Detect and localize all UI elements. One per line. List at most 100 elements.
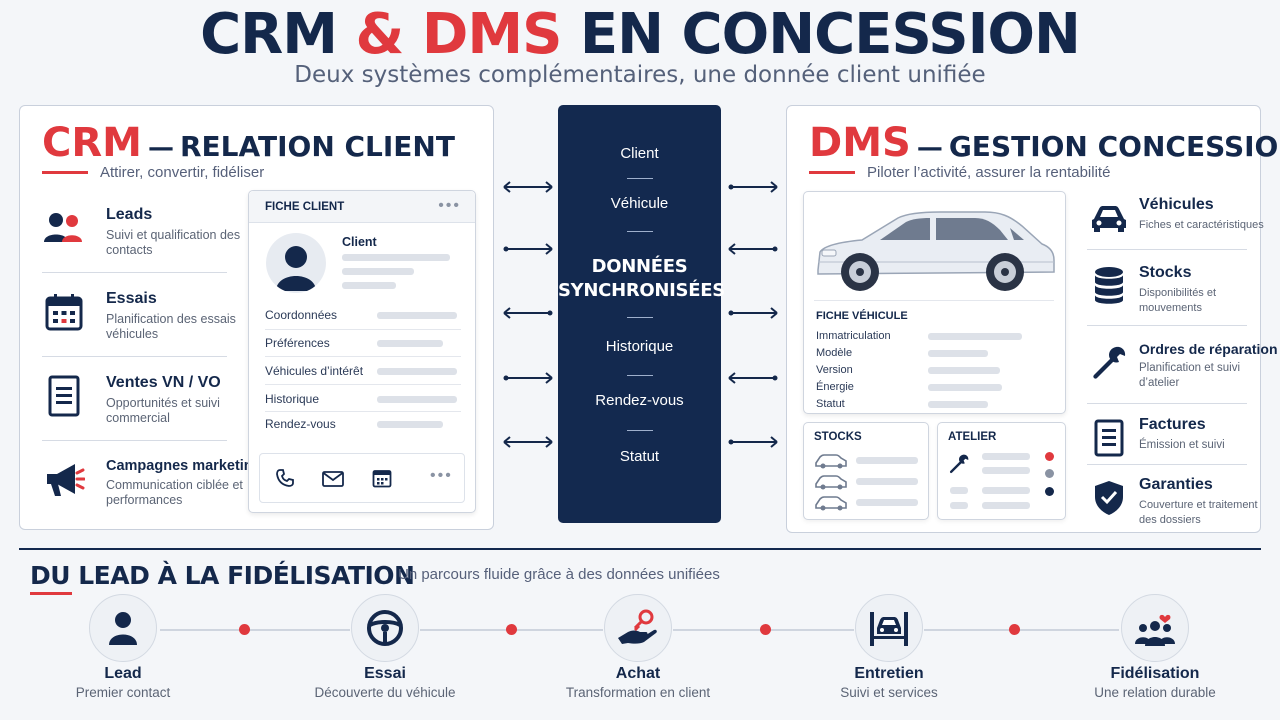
phone-icon[interactable] xyxy=(276,469,294,492)
sync-center-line1: DONNÉES xyxy=(591,256,688,277)
divider xyxy=(1087,464,1247,465)
divider xyxy=(627,317,653,318)
title-crm: CRM xyxy=(200,2,338,67)
community-heart-icon xyxy=(1121,594,1189,662)
divider xyxy=(265,329,461,330)
vehicle-row-label: Énergie xyxy=(816,381,854,393)
arrow-right-icon xyxy=(728,436,778,448)
section-divider xyxy=(19,548,1261,550)
feature-title: Factures xyxy=(1139,416,1206,433)
step-desc: Une relation durable xyxy=(1094,685,1216,700)
placeholder-bar xyxy=(377,421,443,428)
feature-desc: Couverture et traitement des dossiers xyxy=(1139,499,1258,526)
fiche-row-label: Historique xyxy=(265,392,320,406)
placeholder-bar xyxy=(856,457,918,464)
feature-title: Leads xyxy=(106,206,153,223)
divider xyxy=(1087,325,1247,326)
dms-title: GESTION CONCESSION xyxy=(948,130,1280,163)
wrench-icon xyxy=(1087,341,1131,385)
arrow-right-icon xyxy=(503,243,553,255)
crm-dash: — xyxy=(147,133,174,163)
divider xyxy=(1087,249,1247,250)
user-icon xyxy=(89,594,157,662)
sync-data-box: Client Véhicule DONNÉES SYNCHRONISÉES Hi… xyxy=(558,105,725,523)
dms-panel-title: DMS—GESTION CONCESSION xyxy=(809,120,1280,166)
feature-title: Garanties xyxy=(1139,476,1213,493)
divider xyxy=(1087,403,1247,404)
status-dot xyxy=(1045,452,1054,461)
vehicle-row-label: Modèle xyxy=(816,347,853,359)
suv-car-illustration xyxy=(810,200,1060,305)
bidirectional-arrow-icon xyxy=(503,436,553,448)
title-rest: EN CONCESSION xyxy=(561,2,1081,67)
feature-desc: Opportunités et suivi commercial xyxy=(106,396,220,425)
crm-acronym: CRM xyxy=(42,120,142,166)
feature-desc: Communication ciblée et performances xyxy=(106,478,243,507)
feature-title: Ventes VN / VO xyxy=(106,374,221,391)
status-dot xyxy=(1045,469,1054,478)
more-options-icon[interactable]: ••• xyxy=(430,467,453,484)
placeholder-bar xyxy=(982,502,1030,509)
placeholder-bar xyxy=(982,453,1030,460)
placeholder-bar xyxy=(950,487,968,494)
feature-desc: Fiches et caractéristiques xyxy=(1139,219,1264,231)
placeholder-bar xyxy=(928,350,988,357)
wrench-icon xyxy=(949,454,969,474)
step-title: Entretien xyxy=(854,665,924,682)
feature-desc: Planification et suivi d’atelier xyxy=(1139,362,1240,389)
feature-title: Véhicules xyxy=(1139,196,1214,213)
car-icon xyxy=(815,475,847,490)
mail-icon[interactable] xyxy=(322,471,344,492)
fiche-row-label: Préférences xyxy=(265,336,330,350)
users-icon xyxy=(42,206,86,250)
card-header: FICHE CLIENT ••• xyxy=(249,191,475,223)
placeholder-bar xyxy=(377,312,457,319)
divider xyxy=(42,356,227,357)
timeline-dot xyxy=(239,624,250,635)
divider xyxy=(265,384,461,385)
placeholder-bar xyxy=(982,467,1030,474)
card-header-label: ATELIER xyxy=(948,431,997,443)
sync-center-label: DONNÉES SYNCHRONISÉES xyxy=(558,255,725,303)
timeline-dot xyxy=(506,624,517,635)
calendar-icon xyxy=(42,290,86,334)
key-hand-icon xyxy=(604,594,672,662)
arrow-right-icon xyxy=(503,372,553,384)
placeholder-bar xyxy=(342,254,450,261)
feature-title: Ordres de réparation xyxy=(1139,341,1278,357)
card-header-label: FICHE CLIENT xyxy=(265,201,345,213)
fiche-vehicule-card: FICHE VÉHICULE Immatriculation Modèle Ve… xyxy=(803,191,1066,414)
placeholder-bar xyxy=(982,487,1030,494)
placeholder-bar xyxy=(928,384,1002,391)
sync-center-line2: SYNCHRONISÉES xyxy=(558,280,725,301)
step-title: Achat xyxy=(615,665,661,682)
step-title: Lead xyxy=(104,665,142,682)
title-dms: DMS xyxy=(421,2,563,67)
feature-title: Stocks xyxy=(1139,264,1192,281)
more-options-icon[interactable]: ••• xyxy=(438,197,461,214)
page-subtitle: Deux systèmes complémentaires, une donné… xyxy=(294,62,986,88)
title-amp: & xyxy=(337,2,422,67)
feature-title: Campagnes marketing xyxy=(106,458,262,474)
timeline-dot xyxy=(1009,624,1020,635)
fiche-client-card: FICHE CLIENT ••• Client Coordonnées Préf… xyxy=(248,190,476,513)
timeline-red-bar xyxy=(30,592,72,595)
car-lift-icon xyxy=(855,594,923,662)
arrow-right-icon xyxy=(728,307,778,319)
dms-red-bar xyxy=(809,171,855,174)
car-icon xyxy=(815,496,847,511)
arrow-left-icon xyxy=(728,372,778,384)
stocks-card: STOCKS xyxy=(803,422,929,520)
arrow-right-icon xyxy=(728,181,778,193)
placeholder-bar xyxy=(856,499,918,506)
sync-item: Statut xyxy=(619,448,660,465)
crm-panel-title: CRM—RELATION CLIENT xyxy=(42,120,455,166)
dms-acronym: DMS xyxy=(809,120,911,166)
placeholder-bar xyxy=(856,478,918,485)
calendar-icon[interactable] xyxy=(372,468,392,493)
fiche-row-label: Coordonnées xyxy=(265,308,338,322)
divider xyxy=(814,300,1054,301)
step-desc: Premier contact xyxy=(75,685,171,700)
feature-desc: Émission et suivi xyxy=(1139,439,1225,451)
placeholder-bar xyxy=(928,333,1022,340)
